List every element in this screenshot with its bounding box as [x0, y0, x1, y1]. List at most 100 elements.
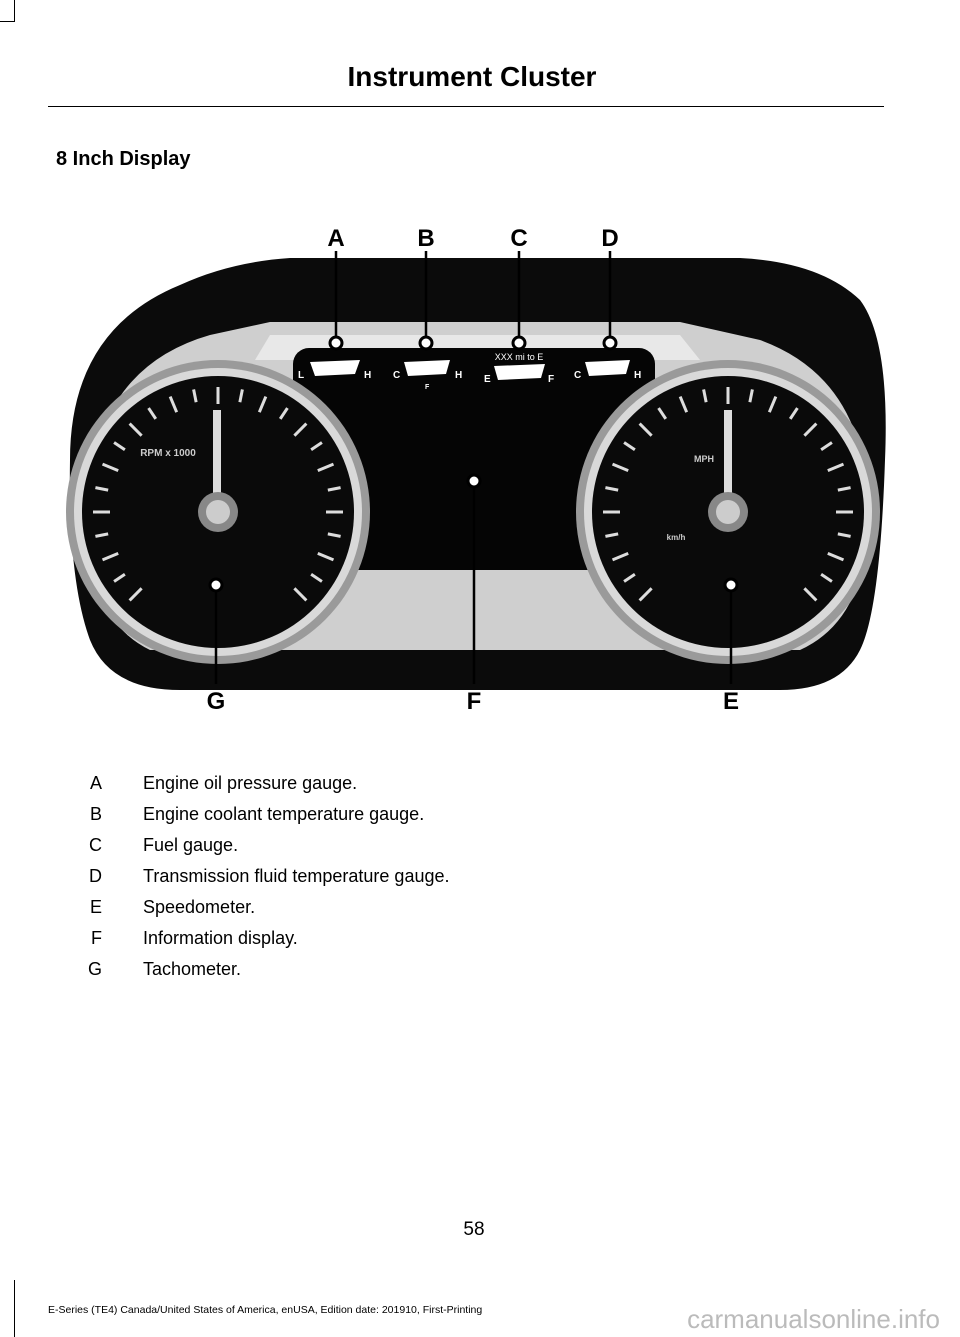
callout-dot [418, 335, 434, 351]
callout-dot [466, 473, 482, 489]
page-header: Instrument Cluster [347, 61, 597, 92]
trans-high-label: H [634, 370, 641, 381]
speedometer: MPH km/h [576, 360, 880, 664]
legend-text: Engine oil pressure gauge. [143, 773, 358, 793]
gauge-tick [317, 551, 335, 562]
gauge-tick [168, 395, 179, 413]
gauge-tick [128, 587, 143, 602]
coolant-mark: F [425, 384, 430, 391]
gauge-tick [767, 395, 778, 413]
gauge-tick [827, 462, 845, 473]
gauge-tick [605, 532, 619, 538]
legend-item: C Fuel gauge. [60, 834, 660, 865]
gauge-tick [310, 441, 323, 452]
footer-edition: E-Series (TE4) Canada/United States of A… [48, 1304, 483, 1316]
speedo-label: MPH [694, 454, 714, 464]
gauge-tick [101, 551, 119, 562]
gauge-tick [257, 395, 268, 413]
gauge-tick [611, 551, 629, 562]
gauge-tick [192, 389, 198, 403]
legend-key: B [89, 804, 102, 824]
fuel-range: XXX mi to E [495, 352, 544, 362]
legend-key: F [91, 928, 102, 948]
gauge-tick [837, 486, 851, 492]
gauge-tick [837, 532, 851, 538]
callout-label-c: C [510, 225, 527, 252]
oil-high-label: H [364, 370, 371, 381]
gauge-tick [803, 587, 818, 602]
legend-text: Speedometer. [143, 897, 256, 917]
legend-text: Fuel gauge. [143, 835, 239, 855]
gauge-tick [820, 441, 833, 452]
gauge-tick [327, 532, 341, 538]
legend-text: Transmission fluid temperature gauge. [143, 866, 450, 886]
legend-key: C [89, 835, 102, 855]
callout-dot [723, 577, 739, 593]
legend-item: D Transmission fluid temperature gauge. [60, 865, 660, 896]
legend-key: G [87, 959, 102, 979]
gauge-tick [293, 422, 308, 437]
callout-label-b: B [417, 225, 434, 252]
gauge-tick [113, 441, 126, 452]
gauge-tick [95, 532, 109, 538]
transmission-temp-gauge: C H [574, 360, 641, 381]
fuel-full-label: F [548, 374, 554, 385]
oil-pressure-gauge: L H [298, 360, 371, 381]
gauge-tick [678, 395, 689, 413]
gauge-tick [803, 422, 818, 437]
legend-text: Information display. [143, 928, 298, 948]
information-display [293, 348, 655, 570]
gauge-tick [147, 407, 158, 420]
tach-needle [213, 410, 221, 515]
gauge-tick [623, 572, 636, 583]
header-rule [48, 106, 884, 107]
gauge-tick [317, 462, 335, 473]
gauge-tick [113, 572, 126, 583]
oil-low-label: L [298, 370, 304, 381]
gauge-tick [605, 486, 619, 492]
callout-dot [328, 335, 344, 351]
legend-key: E [89, 897, 102, 917]
gauge-tick [327, 486, 341, 492]
fuel-gauge: XXX mi to E E F [484, 352, 554, 385]
section-title: 8 Inch Display [56, 148, 191, 170]
legend-item: E Speedometer. [60, 896, 660, 927]
gauge-tick [638, 587, 653, 602]
legend-text: Tachometer. [143, 959, 242, 979]
callout-label-g: G [207, 688, 226, 715]
coolant-low-label: C [393, 370, 400, 381]
gauge-tick [788, 407, 799, 420]
gauge-tick [310, 572, 323, 583]
legend-key: A [89, 773, 102, 793]
gauge-tick [657, 407, 668, 420]
legend-key: D [89, 866, 102, 886]
crop-mark [14, 0, 15, 22]
gauge-tick [623, 441, 636, 452]
callout-label-d: D [601, 225, 618, 252]
callout-dot [208, 577, 224, 593]
gauge-tick [238, 389, 244, 403]
legend-text: Engine coolant temperature gauge. [143, 804, 425, 824]
gauge-tick [638, 422, 653, 437]
tach-label: RPM x 1000 [140, 448, 196, 459]
legend-item: A Engine oil pressure gauge. [60, 772, 660, 803]
crop-mark [14, 1280, 15, 1337]
legend-item: G Tachometer. [60, 958, 660, 989]
callout-label-a: A [327, 225, 344, 252]
coolant-temp-gauge: C H F [393, 360, 462, 391]
page-number: 58 [463, 1219, 485, 1240]
gauge-tick [101, 462, 119, 473]
callout-label-f: F [467, 688, 482, 715]
coolant-high-label: H [455, 370, 462, 381]
tachometer: RPM x 1000 [66, 360, 370, 664]
gauge-tick [748, 389, 754, 403]
speedo-kmh-label: km/h [667, 533, 686, 542]
gauge-tick [128, 422, 143, 437]
gauge-tick [702, 389, 708, 403]
gauge-tick [611, 462, 629, 473]
gauge-tick [293, 587, 308, 602]
callout-dot [511, 335, 527, 351]
crop-mark [0, 21, 15, 22]
callout-dot [602, 335, 618, 351]
speedo-needle [724, 410, 732, 515]
